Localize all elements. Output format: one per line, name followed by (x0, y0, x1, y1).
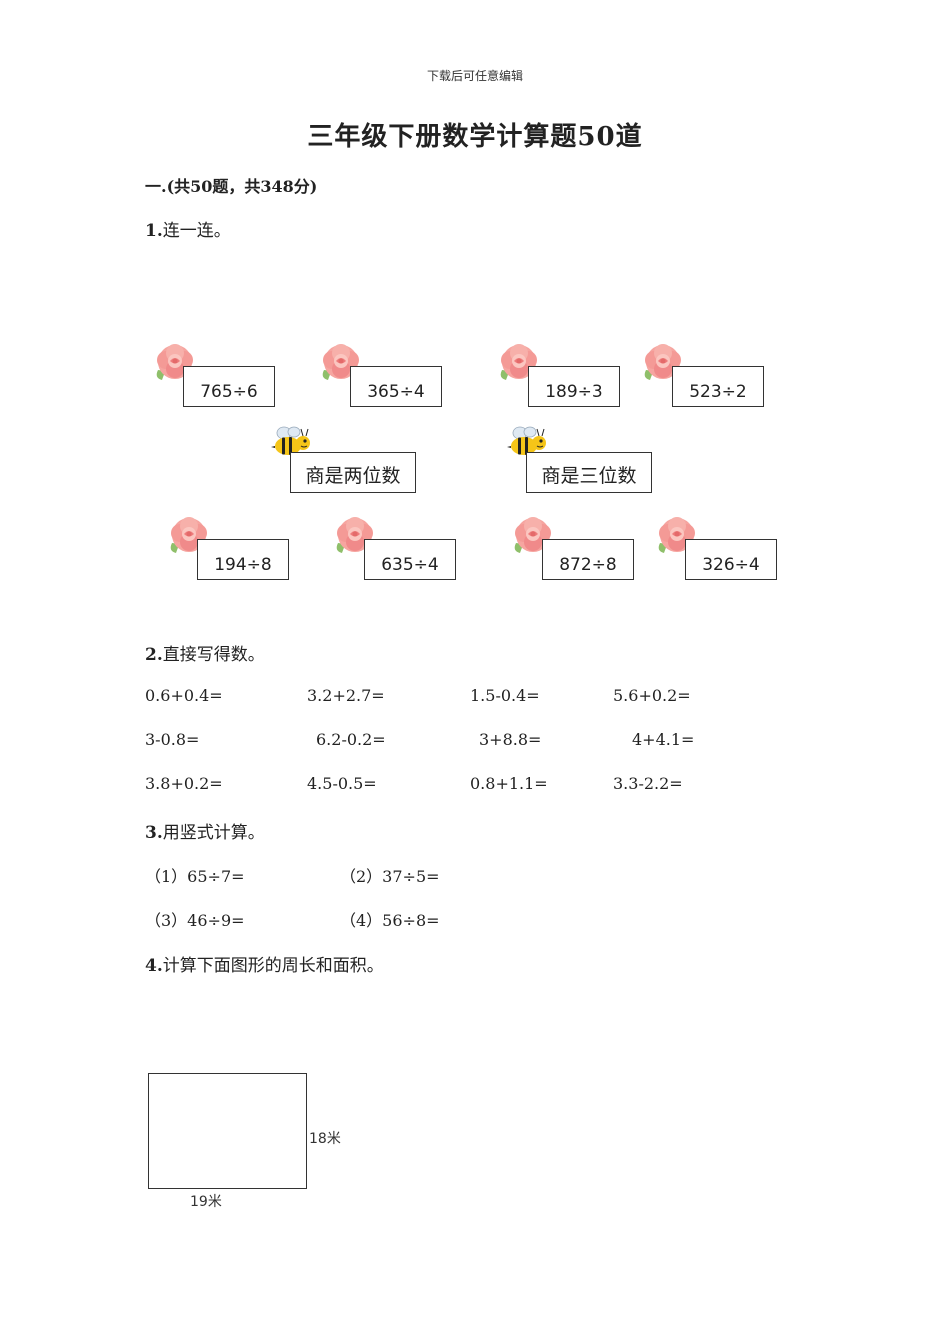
calc-item: 3-0.8= (145, 730, 200, 749)
calc-item: 5.6+0.2= (613, 686, 691, 705)
expr-box[interactable]: 365÷4 (350, 366, 442, 407)
calc-item: 4.5-0.5= (307, 774, 377, 793)
question-3-number: 3. (145, 823, 163, 843)
vertical-calc-item: （1）65÷7= (145, 867, 245, 886)
expr-box[interactable]: 635÷4 (364, 539, 456, 580)
expr-box[interactable]: 194÷8 (197, 539, 289, 580)
question-2-prompt: 直接写得数。 (162, 645, 265, 665)
category-three-digit[interactable]: 商是三位数 (526, 452, 652, 493)
vertical-calc-item: （3）46÷9= (145, 911, 245, 930)
section-heading: 一.(共50题，共348分) (145, 177, 318, 196)
question-1-prompt: 连一连。 (162, 221, 231, 241)
expr-box[interactable]: 523÷2 (672, 366, 764, 407)
calc-item: 0.8+1.1= (470, 774, 548, 793)
question-1-number: 1. (145, 221, 163, 241)
calc-item: 3.2+2.7= (307, 686, 385, 705)
question-4-prompt: 计算下面图形的周长和面积。 (162, 956, 384, 976)
calc-item: 0.6+0.4= (145, 686, 223, 705)
expr-box[interactable]: 189÷3 (528, 366, 620, 407)
question-4-number: 4. (145, 956, 163, 976)
calc-item: 4+4.1= (632, 730, 695, 749)
calc-item: 1.5-0.4= (470, 686, 540, 705)
width-label: 19米 (190, 1194, 222, 1210)
calc-item: 3.8+0.2= (145, 774, 223, 793)
category-two-digit[interactable]: 商是两位数 (290, 452, 416, 493)
vertical-calc-item: （2）37÷5= (340, 867, 440, 886)
expr-box[interactable]: 326÷4 (685, 539, 777, 580)
expr-box[interactable]: 765÷6 (183, 366, 275, 407)
calc-item: 3.3-2.2= (613, 774, 683, 793)
expr-box[interactable]: 872÷8 (542, 539, 634, 580)
rectangle-figure (148, 1073, 307, 1189)
page-title: 三年级下册数学计算题50道 (307, 122, 643, 152)
question-4: 4.计算下面图形的周长和面积。 (145, 951, 384, 976)
vertical-calc-item: （4）56÷8= (340, 911, 440, 930)
calc-item: 6.2-0.2= (316, 730, 386, 749)
question-3: 3.用竖式计算。 (145, 818, 265, 843)
height-label: 18米 (309, 1131, 341, 1147)
question-3-prompt: 用竖式计算。 (162, 823, 265, 843)
question-2-number: 2. (145, 645, 163, 665)
calc-item: 3+8.8= (479, 730, 542, 749)
question-2: 2.直接写得数。 (145, 640, 265, 665)
header-note: 下载后可任意编辑 (426, 69, 523, 83)
question-1: 1.连一连。 (145, 216, 231, 241)
